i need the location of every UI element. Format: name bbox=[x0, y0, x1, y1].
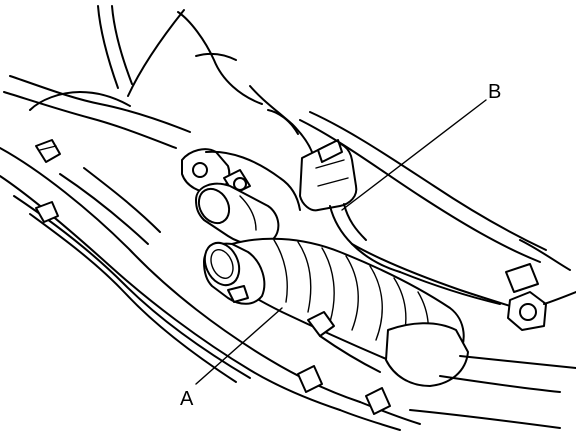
leader-line-b bbox=[341, 99, 487, 211]
callout-label-a: A bbox=[180, 388, 194, 410]
right-clips bbox=[505, 263, 576, 331]
hose-clamp-bracket bbox=[181, 148, 301, 211]
bellows-boot bbox=[203, 237, 469, 387]
crossing-pipe bbox=[3, 75, 191, 149]
callout-label-b: B bbox=[488, 81, 501, 103]
leader-line-a bbox=[195, 307, 283, 385]
upper-hose-stub bbox=[195, 182, 280, 246]
left-clips bbox=[35, 139, 61, 223]
mounting-bracket bbox=[177, 11, 313, 153]
leader-lines bbox=[195, 99, 487, 385]
rail-clips bbox=[297, 311, 391, 415]
upper-left-tube bbox=[97, 5, 185, 97]
right-body-lines bbox=[409, 355, 576, 429]
